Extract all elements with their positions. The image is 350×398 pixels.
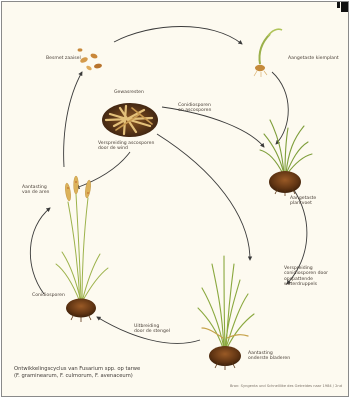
infected-seedling-illustration: [254, 29, 282, 77]
label-verspreiding-waterdruppels: Verspreiding conidiosporen door opspatte…: [284, 266, 328, 288]
label-aantasting-onderste-bladeren: Aantasting onderste bladeren: [248, 351, 290, 362]
plant-ears-illustration: [56, 176, 108, 322]
label-besmet-zaaisel: Besmet zaaisel: [46, 56, 81, 61]
arrow-seedling-to-plantvoet: [272, 72, 288, 144]
plant-lower-leaves-illustration: [198, 256, 254, 370]
corner-mark: [341, 2, 348, 12]
label-gewasresten: Gewasresten: [114, 90, 144, 95]
plant-foot-illustration: [260, 120, 312, 196]
label-aantasting-aren: Aantasting van de aren: [22, 185, 49, 196]
arrow-ear-to-seed: [64, 72, 82, 167]
arrow-conidia-loop: [30, 208, 50, 294]
arrow-seed-to-seedling: [114, 27, 242, 45]
label-conidiosporen: Conidiosporen: [32, 293, 65, 298]
crop-debris-illustration: [102, 103, 158, 137]
label-aangetaste-kiemplant: Aangetaste kiemplant: [288, 56, 339, 61]
label-verspreiding-wind: Verspreiding ascosporen door de wind: [98, 141, 154, 152]
diagram-caption: Ontwikkelingscyclus van Fusarium spp. op…: [14, 366, 140, 379]
arrow-debris-to-leaves: [157, 134, 250, 260]
label-aangetaste-plantvoet: Aangetaste plantvoet: [290, 196, 316, 207]
label-uitbreiding-stengel: Uitbreiding door de stengel: [134, 324, 170, 335]
cycle-arrows: [30, 27, 307, 344]
source-credit: Bron: Syngenta und Schnelllike des Getre…: [230, 384, 342, 388]
arrow-debris-to-ear: [76, 152, 130, 188]
corner-mark-small: [337, 2, 340, 8]
infected-seeds-illustration: [78, 48, 103, 71]
label-conidiosporen-ascosporen: Conidiosporen en ascosporen: [178, 103, 211, 114]
